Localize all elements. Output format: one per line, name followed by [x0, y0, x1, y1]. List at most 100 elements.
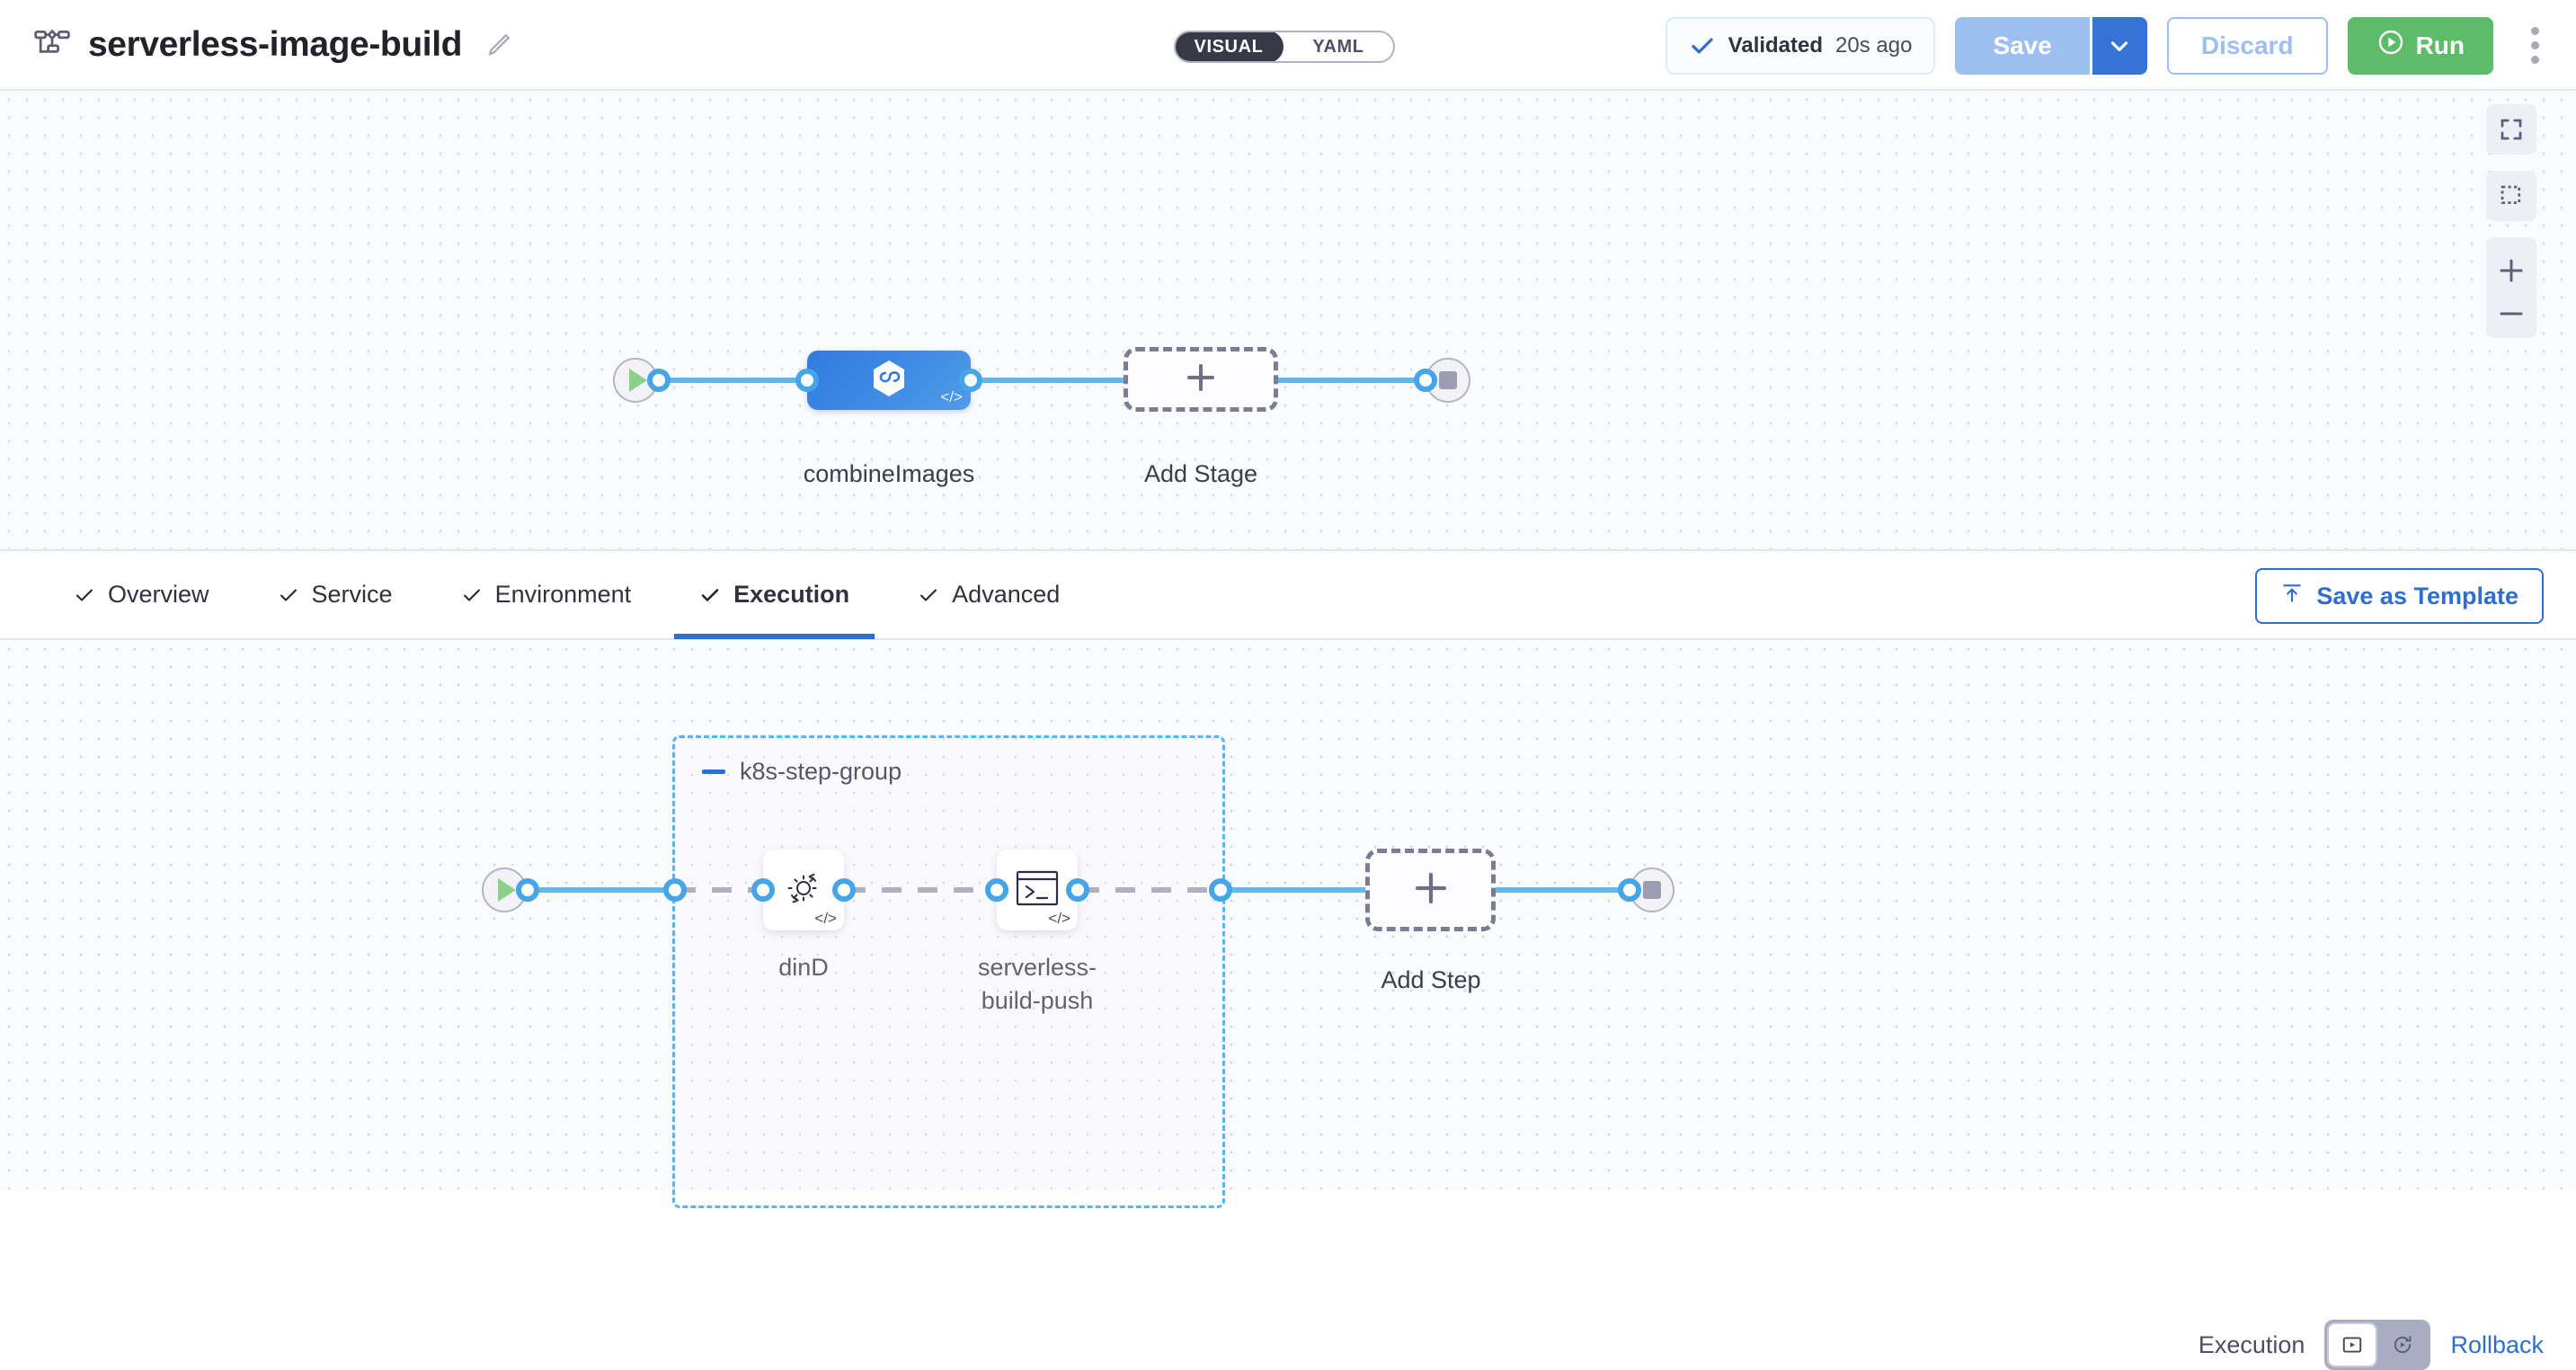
header-left: serverless-image-build: [0, 25, 514, 65]
stop-icon: [1643, 881, 1661, 899]
edge-group-to-addstep: [1221, 887, 1365, 893]
execution-rollback-toggle-row: Execution Rollback: [2198, 1320, 2544, 1370]
start-node-port[interactable]: [647, 369, 671, 392]
rollback-rotate-icon[interactable]: [2377, 1322, 2428, 1367]
run-button-label: Run: [2415, 31, 2465, 59]
step-node-dind[interactable]: </>: [763, 850, 844, 930]
execution-end-port[interactable]: [1618, 878, 1641, 902]
serverless-output-port[interactable]: [1066, 878, 1089, 902]
pencil-edit-icon[interactable]: [484, 30, 514, 60]
validated-label: Validated: [1728, 32, 1824, 58]
plus-icon: [1410, 867, 1452, 913]
stage-graph-canvas[interactable]: </> combineImages Add Stage: [0, 91, 2576, 549]
add-stage-label[interactable]: Add Stage: [1143, 460, 1258, 487]
step-node-dind-label[interactable]: dinD: [778, 954, 829, 981]
play-icon: [497, 878, 516, 902]
zoom-out-icon[interactable]: [2496, 307, 2527, 320]
edge-dind-to-serverless: [846, 887, 990, 893]
check-icon: [74, 584, 95, 606]
harness-cd-hexagon-icon: [867, 357, 910, 405]
stage-output-port[interactable]: [959, 369, 982, 392]
tab-list: Overview Service Environment Execution A…: [0, 550, 1094, 639]
execution-steps-canvas[interactable]: Execution Rollback: [0, 640, 2576, 1370]
tab-service[interactable]: Service: [244, 550, 427, 639]
page-title: serverless-image-build: [88, 24, 463, 64]
save-button[interactable]: Save: [1955, 16, 2090, 75]
step-group-k8s[interactable]: k8s-step-group: [672, 735, 1225, 1208]
dind-input-port[interactable]: [751, 878, 775, 902]
tab-advanced[interactable]: Advanced: [884, 550, 1094, 639]
check-icon: [699, 584, 721, 606]
tab-label: Service: [311, 581, 393, 608]
edge-addstage-to-end: [1278, 378, 1426, 383]
play-icon: [628, 369, 647, 392]
dind-output-port[interactable]: [832, 878, 856, 902]
add-stage-button[interactable]: [1124, 347, 1278, 412]
minus-collapse-icon[interactable]: [702, 770, 725, 774]
terminal-shell-icon: [1013, 868, 1061, 912]
mode-option-visual[interactable]: VISUAL: [1176, 32, 1284, 61]
selection-box-icon[interactable]: [2486, 171, 2536, 221]
save-button-group[interactable]: Save: [1955, 16, 2147, 75]
pipeline-nodes-icon: [32, 25, 72, 65]
execution-play-icon[interactable]: [2327, 1322, 2378, 1367]
validated-timestamp: 20s ago: [1835, 32, 1913, 58]
stage-node-combineimages[interactable]: </>: [807, 351, 971, 410]
rollback-mode-label[interactable]: Rollback: [2450, 1330, 2544, 1358]
execution-rollback-switch[interactable]: [2324, 1320, 2431, 1370]
step-group-header: k8s-step-group: [702, 758, 902, 786]
add-step-label[interactable]: Add Step: [1381, 966, 1481, 993]
visual-yaml-toggle[interactable]: VISUAL YAML: [1174, 31, 1395, 63]
edge-group-to-dind: [676, 887, 757, 893]
app-header: serverless-image-build VISUAL YAML Valid…: [0, 0, 2576, 91]
save-as-template-button[interactable]: Save as Template: [2255, 568, 2544, 624]
serverless-input-port[interactable]: [985, 878, 1008, 902]
check-icon: [461, 584, 483, 606]
code-badge: </>: [814, 910, 837, 927]
tab-label: Overview: [108, 581, 209, 608]
template-upload-icon: [2280, 582, 2304, 611]
edge-serverless-to-groupexit: [1079, 887, 1214, 893]
add-step-button[interactable]: [1365, 849, 1496, 931]
more-vertical-icon[interactable]: [2513, 17, 2556, 75]
tab-execution[interactable]: Execution: [665, 550, 884, 639]
edge-stage-to-addstage: [973, 378, 1124, 383]
tab-label: Advanced: [952, 581, 1061, 608]
execution-start-node[interactable]: [482, 867, 527, 912]
stage-config-tabs: Overview Service Environment Execution A…: [0, 549, 2576, 640]
check-icon: [278, 584, 299, 606]
header-actions: Validated 20s ago Save Discard Run: [1665, 0, 2556, 91]
tab-label: Execution: [733, 581, 850, 608]
tab-overview[interactable]: Overview: [40, 550, 244, 639]
check-icon: [918, 584, 939, 606]
execution-end-node[interactable]: [1630, 867, 1674, 912]
end-node-port[interactable]: [1414, 369, 1437, 392]
execution-start-port[interactable]: [516, 878, 539, 902]
save-dropdown-chevron-down-icon[interactable]: [2089, 16, 2147, 75]
step-node-serverless-build-push[interactable]: </>: [997, 850, 1078, 930]
step-node-serverless-label[interactable]: serverless-build-push: [977, 954, 1097, 1015]
stop-icon: [1439, 371, 1457, 389]
canvas-controls: [2486, 104, 2536, 338]
zoom-in-icon[interactable]: [2496, 255, 2527, 286]
status-badge-validated: Validated 20s ago: [1665, 16, 1936, 75]
run-button[interactable]: Run: [2347, 16, 2493, 75]
stage-input-port[interactable]: [795, 369, 819, 392]
tab-label: Environment: [494, 581, 632, 608]
group-exit-port[interactable]: [1209, 878, 1232, 902]
edge-start-to-stage: [661, 378, 813, 383]
execution-mode-label: Execution: [2198, 1330, 2305, 1358]
discard-button[interactable]: Discard: [2166, 16, 2328, 75]
check-icon: [1689, 32, 1716, 59]
group-entry-port[interactable]: [663, 878, 687, 902]
code-badge: </>: [1048, 910, 1070, 927]
play-circle-icon: [2376, 28, 2405, 63]
edge-start-to-group: [529, 887, 671, 893]
code-badge: </>: [940, 388, 963, 405]
stage-node-label[interactable]: combineImages: [803, 460, 975, 487]
fit-to-screen-icon[interactable]: [2486, 104, 2536, 155]
step-group-title[interactable]: k8s-step-group: [740, 758, 902, 785]
tab-environment[interactable]: Environment: [427, 550, 666, 639]
gear-refresh-icon: [779, 864, 828, 917]
mode-option-yaml[interactable]: YAML: [1312, 36, 1364, 57]
